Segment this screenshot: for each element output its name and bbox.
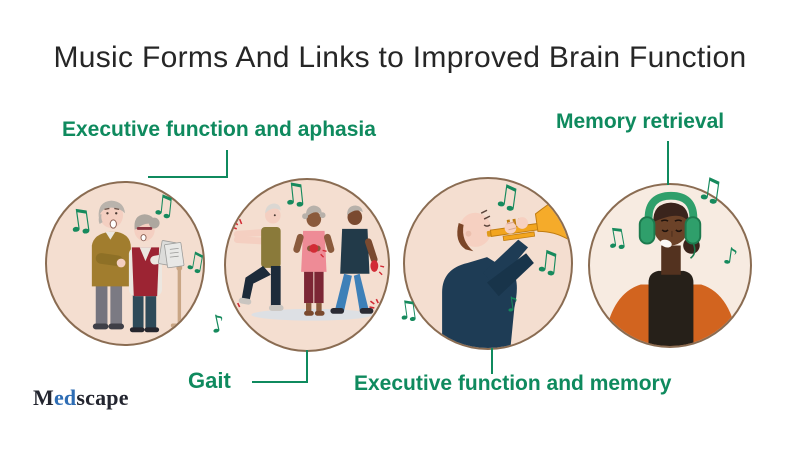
singing-couple-illustration — [91, 200, 188, 333]
illustration-headphones-circle — [588, 183, 752, 348]
music-note-icon: ♫ — [181, 245, 209, 278]
logo-part-scape: scape — [76, 385, 129, 410]
music-note-icon: ♫ — [532, 243, 563, 282]
connector-memory-retrieval — [667, 141, 669, 185]
logo-part-ed: ed — [53, 385, 77, 410]
page-title: Music Forms And Links to Improved Brain … — [53, 41, 747, 74]
music-note-icon: ♫ — [490, 177, 524, 217]
trumpet-player-illustration — [442, 195, 569, 348]
music-stand — [157, 240, 188, 328]
music-note-icon: ♫ — [601, 221, 631, 256]
connector-aphasia-horizontal — [148, 176, 228, 178]
music-note-icon: ♫ — [693, 170, 727, 210]
dancers-illustration — [230, 203, 385, 321]
music-note-icon: ♪ — [504, 291, 521, 317]
label-executive-function-aphasia: Executive function and aphasia — [62, 118, 376, 141]
dancer-middle — [293, 205, 335, 316]
headphones-listener-illustration — [603, 191, 739, 346]
singing-woman — [128, 214, 179, 333]
illustration-trumpet-circle — [403, 177, 573, 350]
headphones-listener — [603, 191, 739, 346]
connector-gait-horizontal — [252, 381, 308, 383]
dancer-left — [230, 203, 284, 313]
music-note-icon: ♪ — [207, 308, 229, 340]
illustration-singing-circle — [45, 181, 205, 346]
trumpet-player — [442, 195, 569, 348]
label-gait: Gait — [188, 368, 231, 393]
dancer-right — [330, 205, 385, 314]
connector-aphasia-vertical — [226, 150, 228, 178]
medscape-logo: Medscape — [33, 385, 129, 411]
logo-part-m: M — [33, 385, 54, 410]
illustration-dancing-circle — [224, 178, 390, 352]
label-executive-function-memory: Executive function and memory — [354, 372, 672, 395]
connector-executive-memory — [491, 348, 493, 374]
label-memory-retrieval: Memory retrieval — [556, 110, 725, 133]
connector-gait-vertical — [306, 350, 308, 383]
music-note-icon: ♫ — [149, 187, 178, 224]
singing-man — [91, 200, 131, 330]
music-note-icon: ♫ — [394, 294, 422, 328]
music-note-icon: ♫ — [279, 175, 310, 214]
music-note-icon: ♫ — [63, 201, 97, 241]
